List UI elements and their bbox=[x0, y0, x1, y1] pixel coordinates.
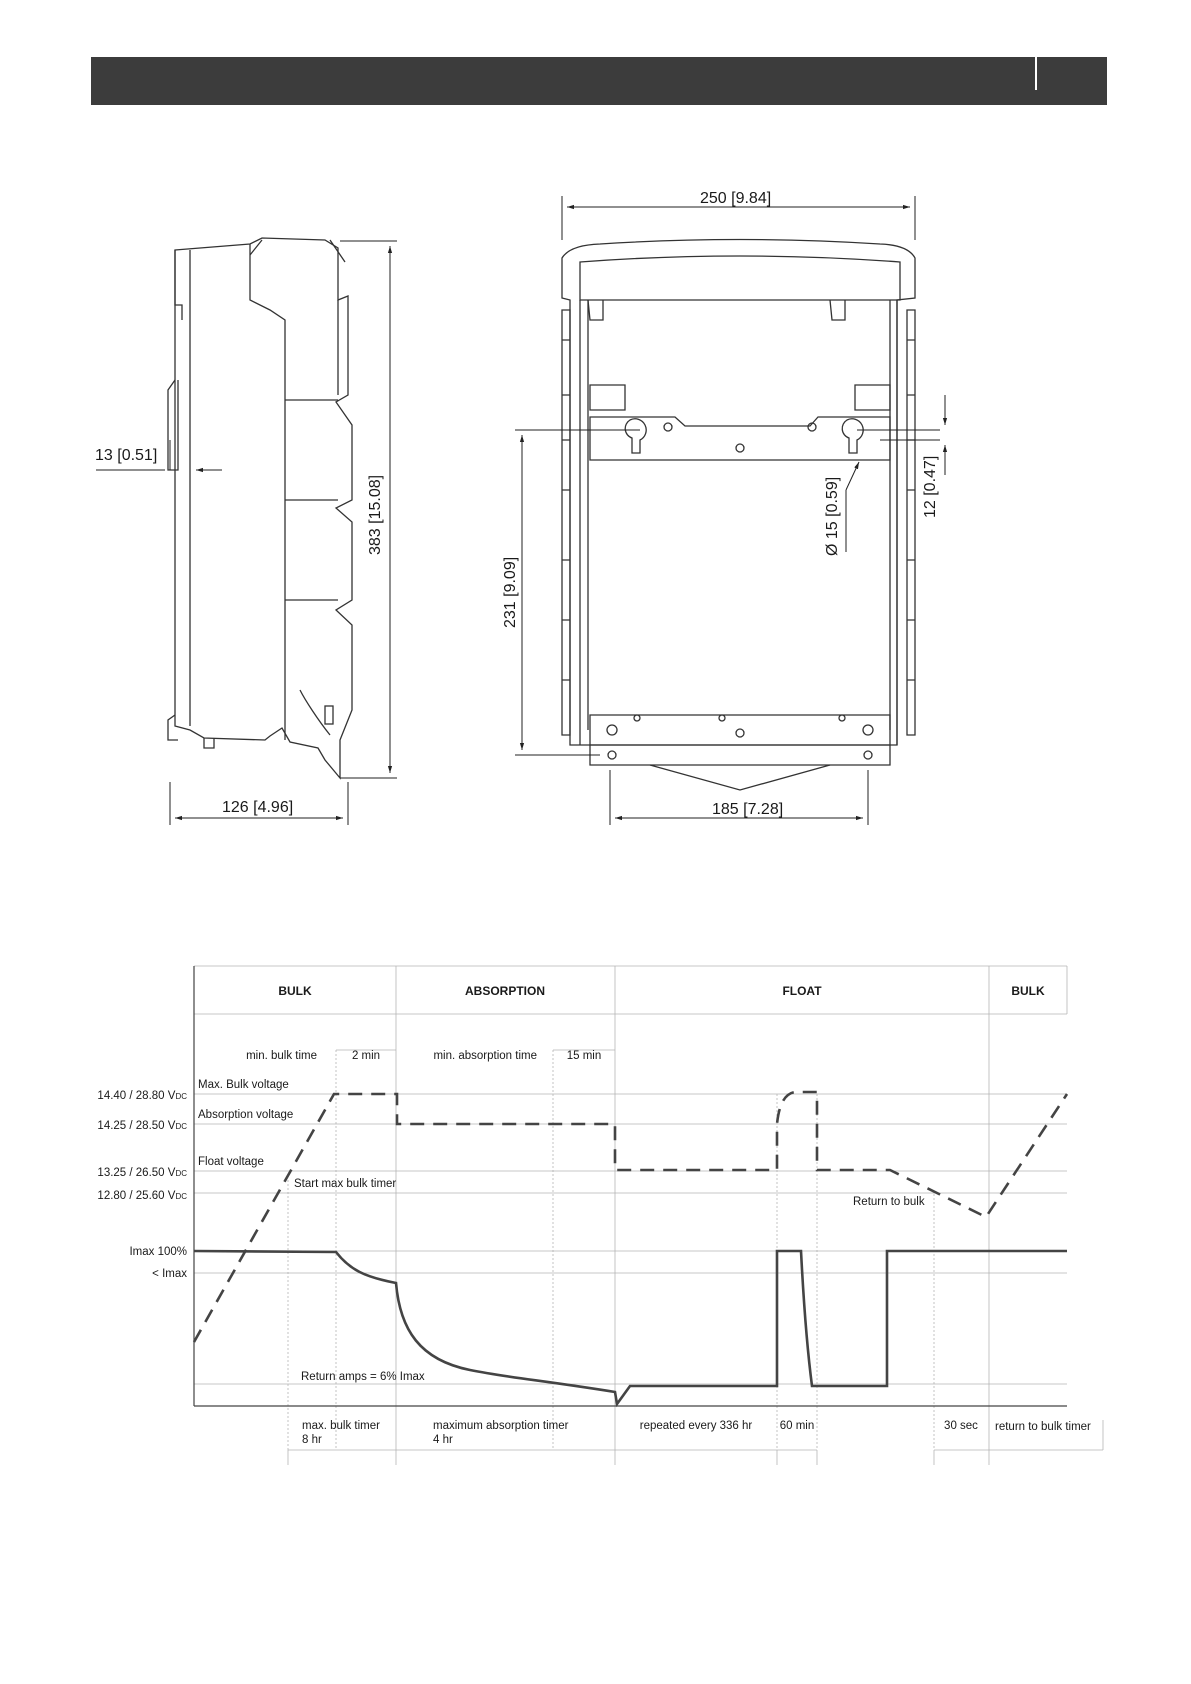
phase-bulk-1: BULK bbox=[278, 984, 312, 998]
chart-grid bbox=[194, 965, 1104, 1465]
svg-text:maximum absorption timer: maximum absorption timer bbox=[433, 1420, 569, 1432]
absorption-voltage-label: Absorption voltage bbox=[198, 1109, 293, 1121]
dim-wall-offset: 13 [0.51] bbox=[95, 447, 157, 464]
svg-text:13.25 / 26.50 VDC: 13.25 / 26.50 VDC bbox=[97, 1167, 187, 1179]
min-absorption-time-value: 15 min bbox=[567, 1050, 602, 1062]
chart-axes bbox=[193, 966, 1067, 1407]
dim-hole-spacing: 231 [9.09] bbox=[502, 557, 519, 628]
min-absorption-time-label: min. absorption time bbox=[433, 1050, 537, 1062]
svg-text:repeated every 336 hr: repeated every 336 hr bbox=[640, 1420, 753, 1432]
return-amps-label: Return amps = 6% Imax bbox=[301, 1371, 425, 1383]
svg-text:max. bulk timer: max. bulk timer bbox=[302, 1420, 380, 1432]
side-view-drawing bbox=[167, 237, 353, 780]
dim-slot: 12 [0.47] bbox=[922, 456, 939, 518]
dim-height-side: 383 [15.08] bbox=[367, 475, 384, 555]
dim-hole-diameter: Ø 15 [0.59] bbox=[824, 477, 841, 556]
dim-depth: 126 [4.96] bbox=[222, 799, 293, 816]
min-bulk-time-label: min. bulk time bbox=[246, 1050, 317, 1062]
voltage-axis-labels: 14.40 / 28.80 VDC 14.25 / 28.50 VDC 13.2… bbox=[97, 1090, 187, 1202]
svg-text:8 hr: 8 hr bbox=[302, 1434, 322, 1446]
svg-text:14.25 / 28.50 VDC: 14.25 / 28.50 VDC bbox=[97, 1120, 187, 1132]
svg-text:14.40 / 28.80 VDC: 14.40 / 28.80 VDC bbox=[97, 1090, 187, 1102]
phase-absorption: ABSORPTION bbox=[465, 984, 545, 998]
svg-text:return to bulk timer: return to bulk timer bbox=[995, 1421, 1091, 1433]
side-view-dimensions bbox=[96, 240, 397, 825]
voltage-curve bbox=[192, 1090, 1069, 1343]
start-max-bulk-timer-label: Start max bulk timer bbox=[294, 1178, 396, 1190]
float-voltage-label: Float voltage bbox=[198, 1156, 264, 1168]
phase-float: FLOAT bbox=[782, 984, 822, 998]
front-view-dimensions bbox=[515, 196, 948, 825]
dim-width-bottom: 185 [7.28] bbox=[712, 801, 783, 818]
front-view-drawing bbox=[561, 238, 916, 791]
current-curve bbox=[193, 1249, 1067, 1408]
max-bulk-voltage-label: Max. Bulk voltage bbox=[198, 1079, 289, 1091]
less-imax-label: < Imax bbox=[152, 1268, 187, 1280]
svg-text:12.80 / 25.60 VDC: 12.80 / 25.60 VDC bbox=[97, 1190, 187, 1202]
svg-text:30 sec: 30 sec bbox=[944, 1420, 978, 1432]
dim-width-top: 250 [9.84] bbox=[700, 190, 771, 207]
phase-bulk-2: BULK bbox=[1011, 984, 1045, 998]
min-bulk-time-value: 2 min bbox=[352, 1050, 380, 1062]
svg-text:60 min: 60 min bbox=[780, 1420, 815, 1432]
page-header-tick bbox=[1035, 57, 1037, 90]
svg-text:4 hr: 4 hr bbox=[433, 1434, 453, 1446]
return-to-bulk-label: Return to bulk bbox=[853, 1196, 925, 1208]
phase-labels: BULK ABSORPTION FLOAT BULK bbox=[278, 984, 1045, 998]
page-header-bar bbox=[91, 57, 1107, 105]
imax-label: Imax 100% bbox=[129, 1246, 187, 1258]
timer-labels: max. bulk timer 8 hr maximum absorption … bbox=[302, 1420, 1091, 1446]
